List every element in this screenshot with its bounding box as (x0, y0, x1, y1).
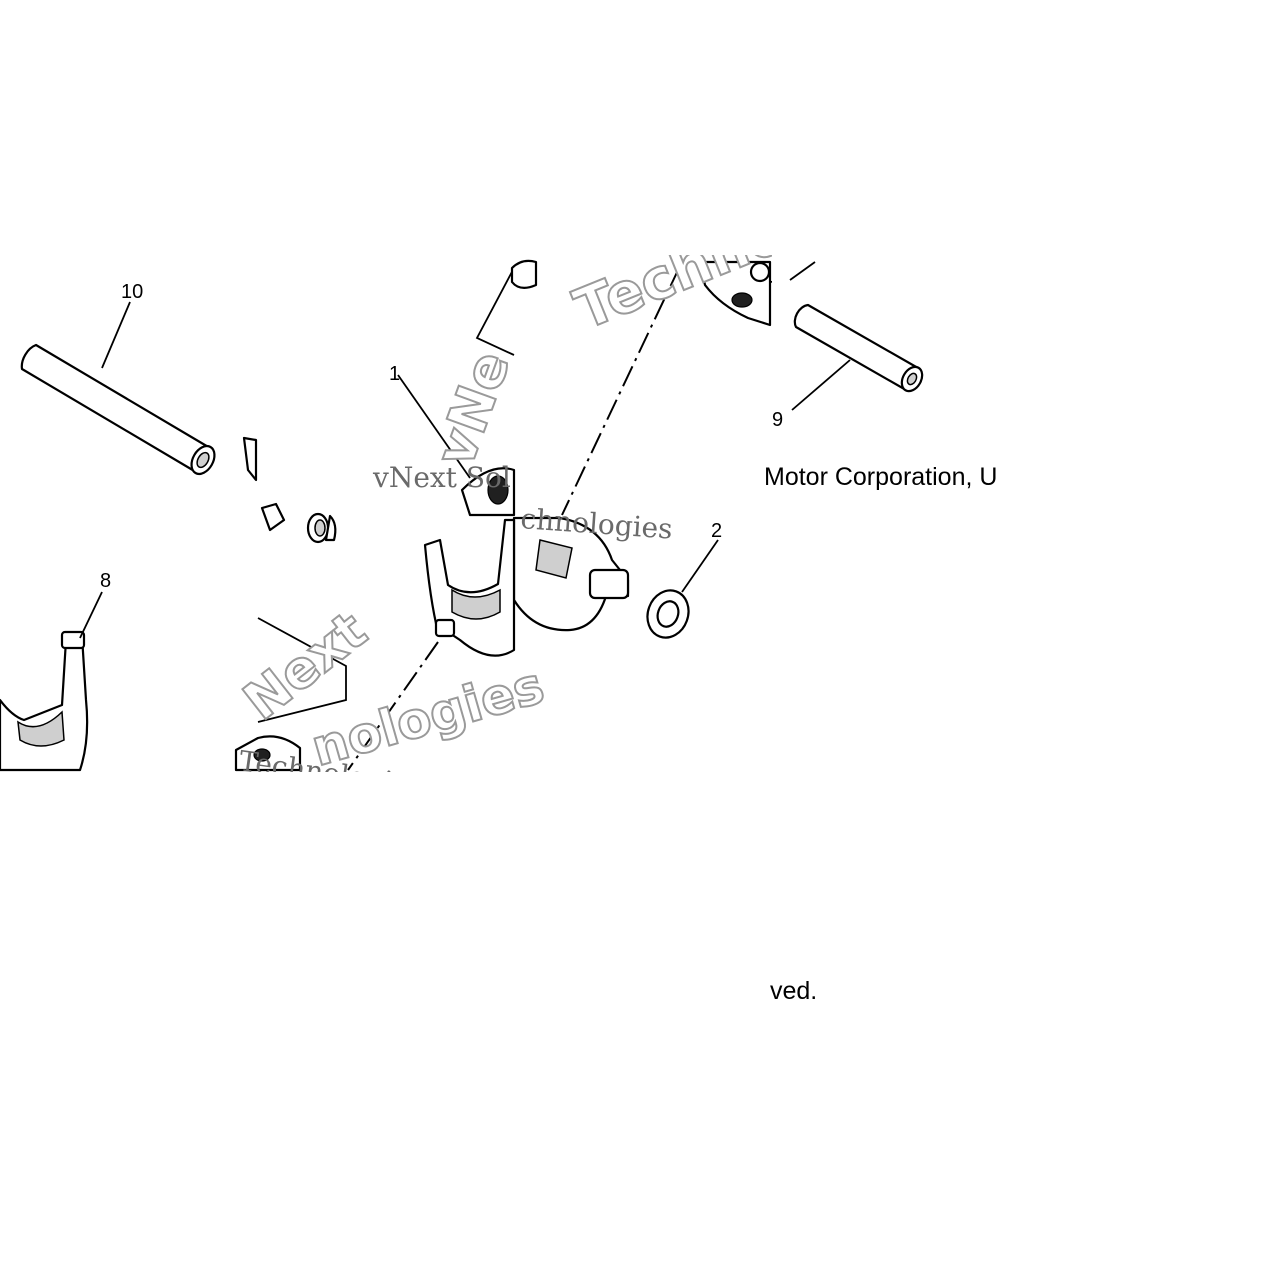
part-1-shift-drum (397, 259, 538, 517)
lower-fragment (234, 735, 302, 772)
caption-line-1: Motor Corporation, U (764, 463, 997, 491)
part-9-redraw (789, 261, 924, 411)
clip-fragments (242, 436, 347, 723)
callout-1: 1 (389, 363, 400, 385)
caption-line-2: ved. (770, 977, 817, 1005)
part-8-shift-fork (0, 591, 103, 772)
part-2-drum-segment (512, 516, 719, 639)
watermark-vertical: vNe (423, 343, 522, 475)
center-shift-fork (347, 518, 516, 771)
drum-axis-line (561, 265, 681, 516)
part-10-shift-shaft (20, 301, 216, 476)
callout-2: 2 (711, 520, 722, 542)
watermark-serif-mid: vNext Sol (372, 461, 511, 494)
callout-10: 10 (121, 281, 143, 303)
callout-8: 8 (100, 570, 111, 592)
callout-9-label: 9 (772, 409, 783, 431)
